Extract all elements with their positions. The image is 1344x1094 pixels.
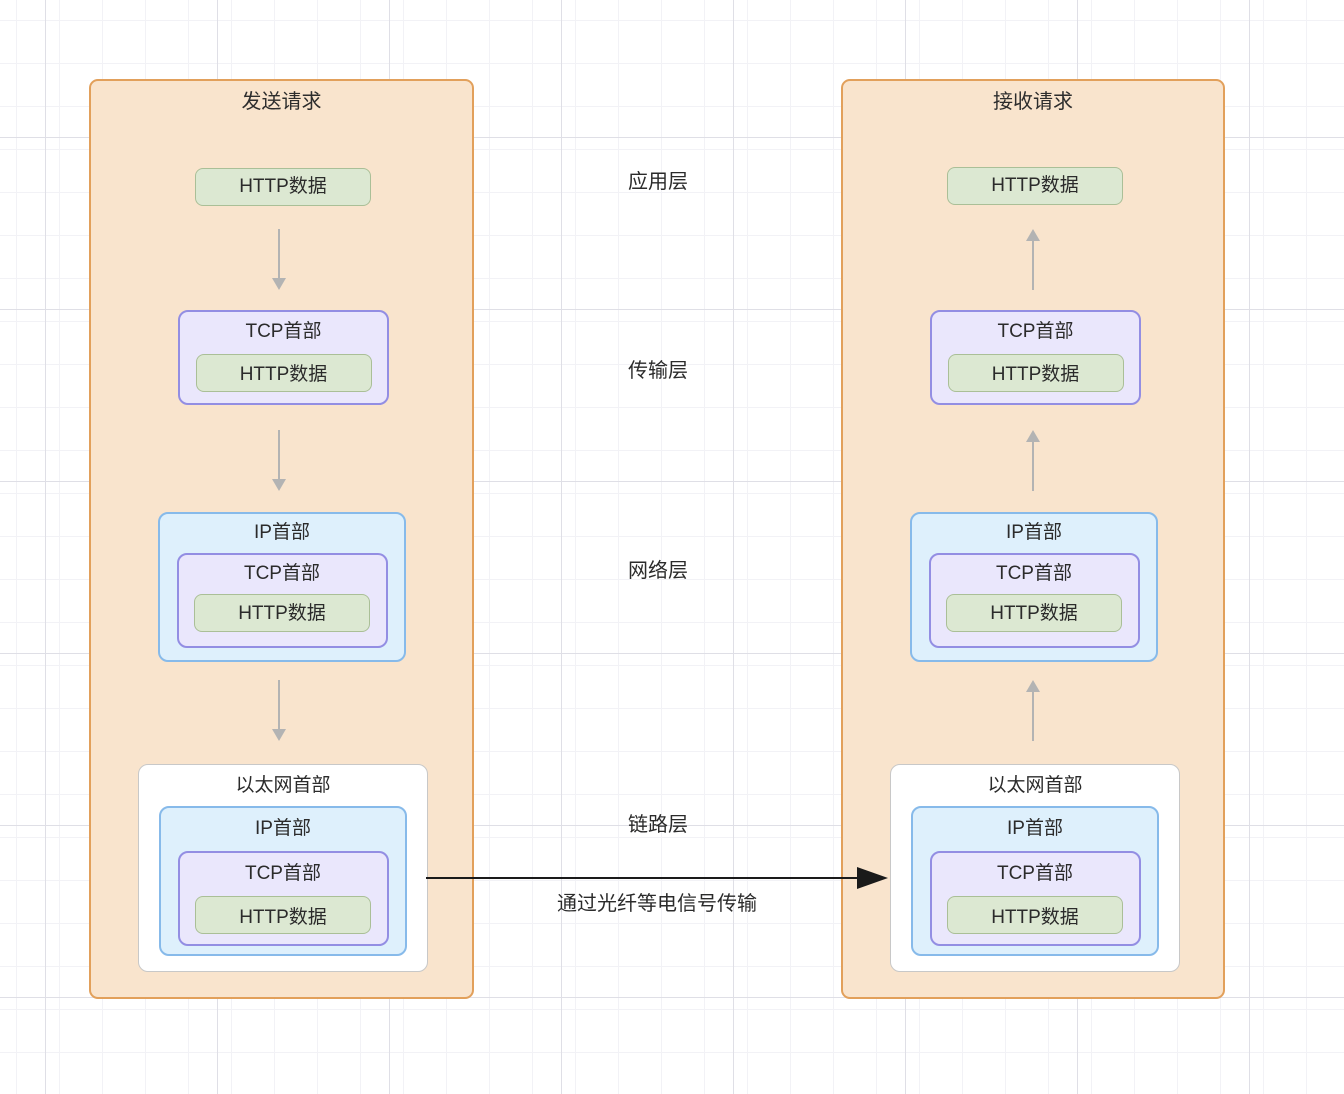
ip-header-box: IP首部 TCP首部 HTTP数据	[911, 806, 1159, 956]
http-data-box: HTTP数据	[195, 896, 371, 934]
http-data-label: HTTP数据	[991, 907, 1079, 928]
ethernet-header-box: 以太网首部 IP首部 TCP首部 HTTP数据	[138, 764, 428, 972]
arrow-head	[1026, 229, 1040, 241]
ip-header-label: IP首部	[255, 818, 311, 839]
transmission-caption: 通过光纤等电信号传输	[557, 893, 757, 915]
down-arrow-icon	[272, 680, 286, 741]
ip-header-label: IP首部	[1007, 818, 1063, 839]
layer-label-network: 网络层	[628, 560, 688, 582]
http-data-box: HTTP数据	[946, 594, 1122, 632]
layer-label-transport: 传输层	[628, 360, 688, 382]
tcp-header-label: TCP首部	[243, 563, 320, 584]
http-data-box: HTTP数据	[947, 354, 1124, 392]
arrow-head	[272, 278, 286, 290]
tcp-header-label: TCP首部	[245, 321, 322, 342]
tcp-header-box: TCP首部 HTTP数据	[178, 310, 389, 405]
arrow-shaft	[1032, 240, 1034, 290]
arrow-head	[272, 729, 286, 741]
arrow-shaft	[278, 430, 280, 480]
receive-request-panel: 接收请求 HTTP数据 TCP首部 HTTP数据 IP首部 TCP首部 HTTP…	[841, 79, 1225, 999]
send-panel-title: 发送请求	[241, 91, 322, 113]
layer-label-link: 链路层	[628, 814, 688, 836]
http-data-label: HTTP数据	[239, 364, 328, 385]
http-data-label: HTTP数据	[991, 175, 1079, 196]
arrow-head	[272, 479, 286, 491]
down-arrow-icon	[272, 430, 286, 491]
tcp-header-box: TCP首部 HTTP数据	[928, 553, 1140, 648]
http-data-label: HTTP数据	[991, 364, 1080, 385]
ip-header-label: IP首部	[1006, 522, 1062, 543]
http-data-box: HTTP数据	[194, 594, 370, 632]
http-data-label: HTTP数据	[990, 603, 1078, 624]
arrow-head	[1026, 680, 1040, 692]
http-data-box: HTTP数据	[947, 167, 1123, 205]
up-arrow-icon	[1026, 229, 1040, 290]
http-data-label: HTTP数据	[239, 907, 327, 928]
tcp-header-box: TCP首部 HTTP数据	[177, 851, 389, 946]
http-data-label: HTTP数据	[239, 176, 327, 197]
arrow-shaft	[1032, 691, 1034, 741]
tcp-header-box: TCP首部 HTTP数据	[930, 310, 1141, 405]
tcp-header-label: TCP首部	[995, 563, 1072, 584]
tcp-header-box: TCP首部 HTTP数据	[929, 851, 1141, 946]
ip-header-box: IP首部 TCP首部 HTTP数据	[910, 512, 1158, 662]
tcp-header-label: TCP首部	[244, 863, 321, 884]
ip-header-box: IP首部 TCP首部 HTTP数据	[159, 806, 407, 956]
arrow-shaft	[278, 229, 280, 279]
ethernet-header-label: 以太网首部	[987, 775, 1083, 796]
arrow-shaft	[1032, 441, 1034, 491]
ip-header-box: IP首部 TCP首部 HTTP数据	[158, 512, 406, 662]
http-data-box: HTTP数据	[947, 896, 1123, 934]
ethernet-header-label: 以太网首部	[235, 775, 331, 796]
down-arrow-icon	[272, 229, 286, 290]
tcp-header-box: TCP首部 HTTP数据	[176, 553, 388, 648]
http-data-label: HTTP数据	[238, 603, 326, 624]
receive-panel-title: 接收请求	[993, 91, 1073, 113]
send-request-panel: 发送请求 HTTP数据 TCP首部 HTTP数据 IP首部 TCP首部	[89, 79, 474, 999]
ethernet-header-box: 以太网首部 IP首部 TCP首部 HTTP数据	[890, 764, 1180, 972]
http-data-box: HTTP数据	[195, 354, 372, 392]
tcp-header-label: TCP首部	[996, 863, 1073, 884]
arrow-head	[1026, 430, 1040, 442]
http-data-box: HTTP数据	[195, 168, 371, 206]
arrow-shaft	[278, 680, 280, 730]
up-arrow-icon	[1026, 680, 1040, 741]
up-arrow-icon	[1026, 430, 1040, 491]
ip-header-label: IP首部	[254, 522, 310, 543]
layer-label-application: 应用层	[628, 171, 688, 193]
tcp-header-label: TCP首部	[997, 321, 1074, 342]
